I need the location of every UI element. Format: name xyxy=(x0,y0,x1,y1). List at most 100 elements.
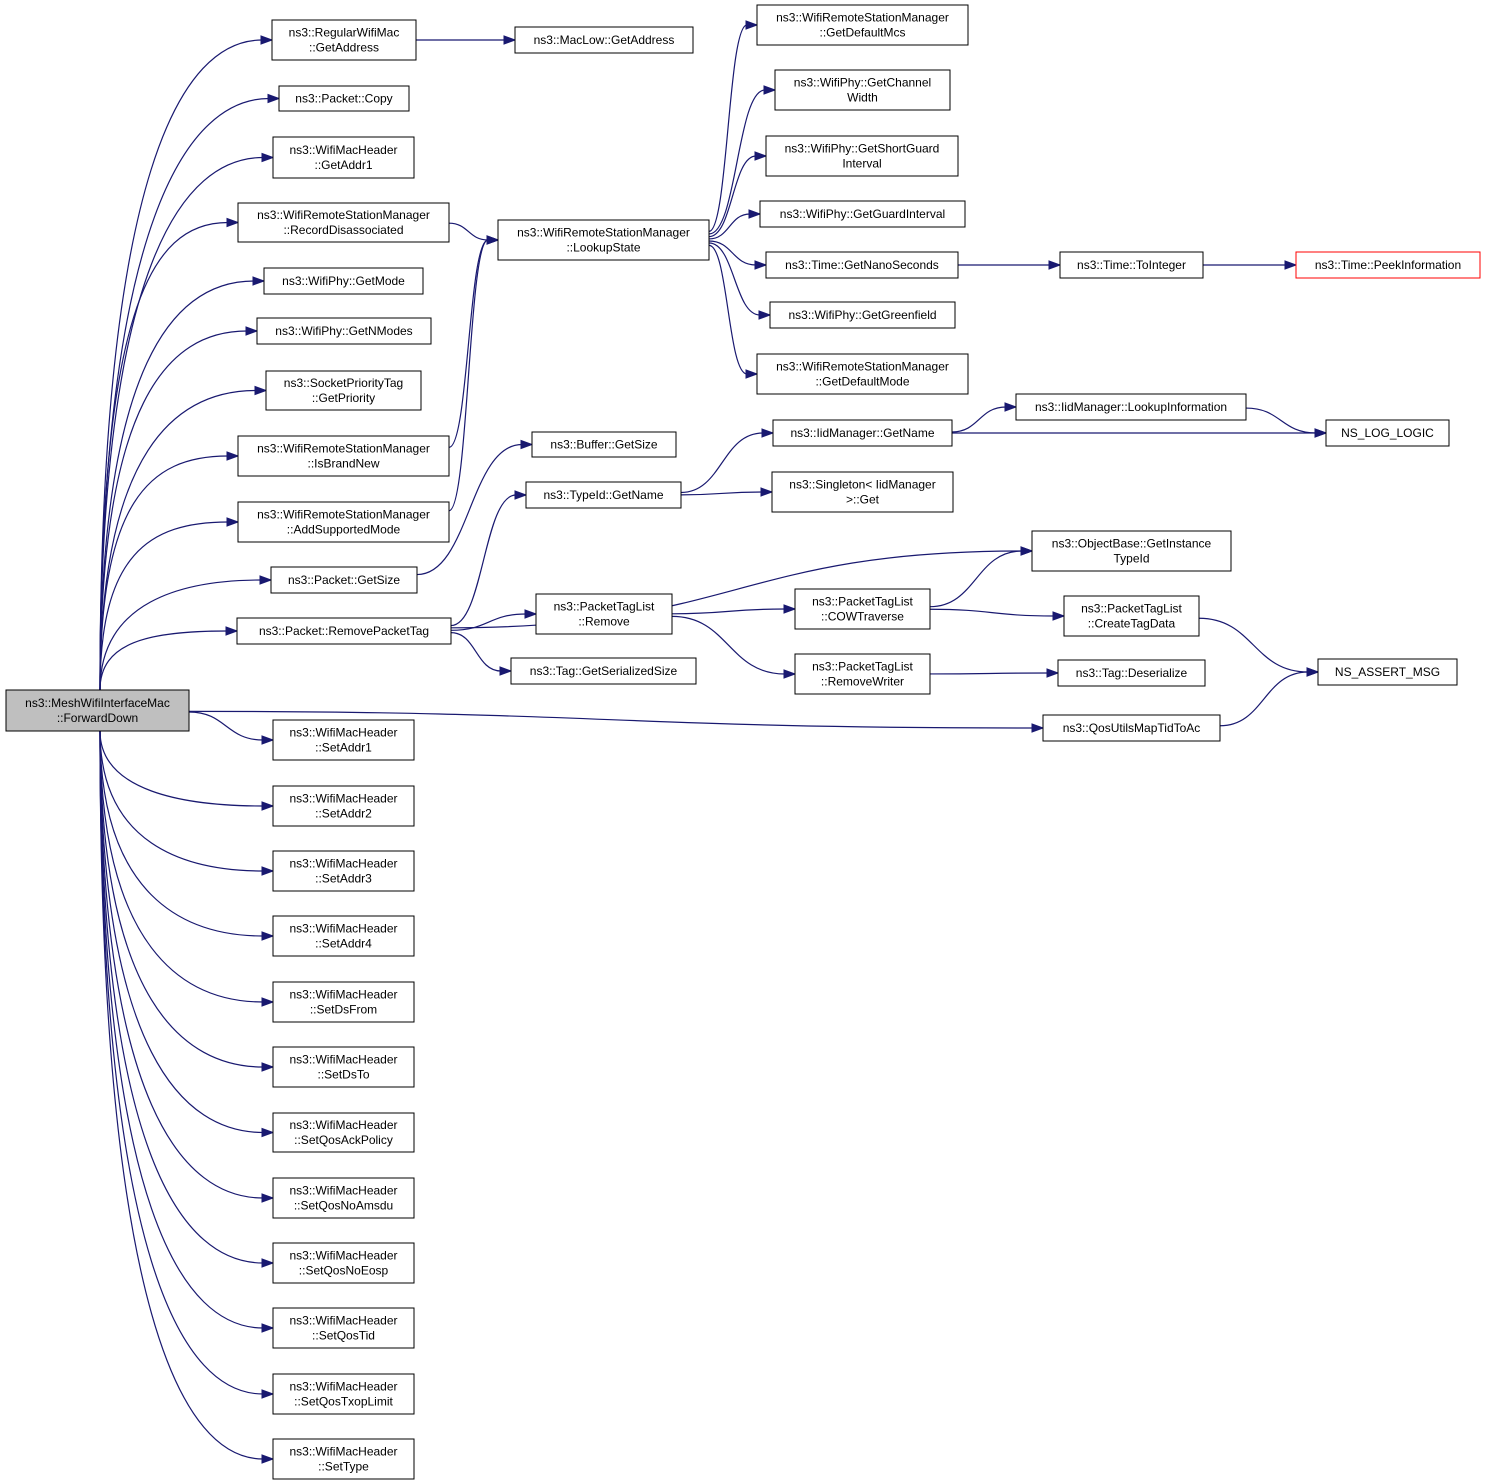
node-ptl-remove[interactable]: ns3::PacketTagList::Remove xyxy=(535,593,673,635)
node-label: ns3::WifiMacHeader xyxy=(289,1445,397,1459)
node-box xyxy=(263,267,424,295)
edge-arrowhead xyxy=(261,152,275,163)
edge-arrowhead xyxy=(745,20,759,30)
node-wmh-setaddr2[interactable]: ns3::WifiMacHeader::SetAddr2 xyxy=(272,785,415,827)
call-edge xyxy=(708,240,768,270)
edge-line xyxy=(99,97,270,691)
node-wifiphy-getmode[interactable]: ns3::WifiPhy::GetMode xyxy=(263,267,424,295)
node-wmh-setdsfrom[interactable]: ns3::WifiMacHeader::SetDsFrom xyxy=(272,981,415,1023)
node-wmh-setqostxoplimit[interactable]: ns3::WifiMacHeader::SetQosTxopLimit xyxy=(272,1373,415,1415)
node-maclow-getaddress[interactable]: ns3::MacLow::GetAddress xyxy=(514,26,694,54)
node-box xyxy=(771,471,954,513)
node-wmh-setaddr1[interactable]: ns3::WifiMacHeader::SetAddr1 xyxy=(272,719,415,761)
node-packet-getsize[interactable]: ns3::Packet::GetSize xyxy=(270,566,418,594)
node-label: ::RecordDisassociated xyxy=(283,223,403,237)
node-label: ::SetQosAckPolicy xyxy=(294,1133,393,1147)
node-wmh-setqosnoamsdu[interactable]: ns3::WifiMacHeader::SetQosNoAmsdu xyxy=(272,1177,415,1219)
node-label: ns3::WifiMacHeader xyxy=(289,1314,397,1328)
node-label: Width xyxy=(847,91,878,105)
call-edge xyxy=(415,35,517,45)
edge-line xyxy=(1198,617,1309,673)
node-iidmanager-lookupinformation[interactable]: ns3::IidManager::LookupInformation xyxy=(1015,393,1247,421)
node-label: ns3::WifiRemoteStationManager xyxy=(257,442,430,456)
node-box xyxy=(272,1046,415,1088)
node-root[interactable]: ns3::MeshWifiInterfaceMac::ForwardDown xyxy=(5,689,190,732)
node-wifiphy-getguardinterval[interactable]: ns3::WifiPhy::GetGuardInterval xyxy=(759,200,966,228)
node-time-tointeger[interactable]: ns3::Time::ToInteger xyxy=(1059,251,1204,279)
node-time-peekinformation[interactable]: ns3::Time::PeekInformation xyxy=(1295,251,1481,279)
call-edge xyxy=(99,730,275,1138)
node-tag-deserialize[interactable]: ns3::Tag::Deserialize xyxy=(1057,659,1206,687)
node-box xyxy=(265,370,422,411)
edge-line xyxy=(99,730,264,1460)
edge-line xyxy=(929,550,1023,608)
node-wmh-setqostid[interactable]: ns3::WifiMacHeader::SetQosTid xyxy=(272,1307,415,1349)
node-box xyxy=(256,317,432,345)
node-label: ns3::IidManager::LookupInformation xyxy=(1035,400,1227,414)
node-singleton-get[interactable]: ns3::Singleton< IidManager>::Get xyxy=(771,471,954,513)
node-time-getnanoseconds[interactable]: ns3::Time::GetNanoSeconds xyxy=(765,251,959,279)
node-label: ::IsBrandNew xyxy=(307,457,379,471)
node-label: ns3::WifiPhy::GetChannel xyxy=(794,76,931,90)
node-wmh-setaddr3[interactable]: ns3::WifiMacHeader::SetAddr3 xyxy=(272,850,415,892)
edge-line xyxy=(708,244,748,375)
node-wrsm-getdefaultmode[interactable]: ns3::WifiRemoteStationManager::GetDefaul… xyxy=(756,353,969,395)
node-wrsm-lookupstate[interactable]: ns3::WifiRemoteStationManager::LookupSta… xyxy=(497,219,710,261)
edge-arrowhead xyxy=(1004,402,1018,412)
node-typeid-getname[interactable]: ns3::TypeId::GetName xyxy=(525,481,682,509)
call-edge xyxy=(1245,407,1328,438)
edge-arrowhead xyxy=(261,735,275,745)
node-packet-copy[interactable]: ns3::Packet::Copy xyxy=(278,85,410,112)
node-label: ::GetDefaultMode xyxy=(815,375,909,389)
edge-line xyxy=(99,455,229,691)
call-edge xyxy=(448,235,500,448)
edge-arrowhead xyxy=(261,997,275,1007)
edge-line xyxy=(450,632,502,672)
node-spt-getpriority[interactable]: ns3::SocketPriorityTag::GetPriority xyxy=(265,370,422,411)
node-tag-getserializedsize[interactable]: ns3::Tag::GetSerializedSize xyxy=(510,657,697,685)
node-qosutils-maptidtoac[interactable]: ns3::QosUtilsMapTidToAc xyxy=(1042,714,1221,742)
node-label: ::SetType xyxy=(318,1460,369,1474)
node-ns-log-logic[interactable]: NS_LOG_LOGIC xyxy=(1325,419,1450,447)
node-wmh-settype[interactable]: ns3::WifiMacHeader::SetType xyxy=(272,1438,415,1480)
node-label: ::AddSupportedMode xyxy=(287,523,401,537)
edge-arrowhead xyxy=(486,235,500,245)
edge-line xyxy=(99,730,264,1395)
node-wmh-getaddr1[interactable]: ns3::WifiMacHeader::GetAddr1 xyxy=(272,136,415,179)
node-label: ns3::PacketTagList xyxy=(554,600,655,614)
node-wifiphy-getnmodes[interactable]: ns3::WifiPhy::GetNModes xyxy=(256,317,432,345)
node-iidmanager-getname[interactable]: ns3::IidManager::GetName xyxy=(772,419,953,447)
node-wmh-setdsto[interactable]: ns3::WifiMacHeader::SetDsTo xyxy=(272,1046,415,1088)
node-label: ns3::WifiRemoteStationManager xyxy=(776,11,949,25)
node-ptl-removewriter[interactable]: ns3::PacketTagList::RemoveWriter xyxy=(794,653,931,695)
node-packet-removepackettag[interactable]: ns3::Packet::RemovePacketTag xyxy=(236,617,452,645)
node-label: ns3::SocketPriorityTag xyxy=(284,376,403,390)
edge-line xyxy=(708,240,757,266)
node-buffer-getsize[interactable]: ns3::Buffer::GetSize xyxy=(531,431,677,458)
node-label: NS_ASSERT_MSG xyxy=(1335,665,1440,679)
node-ptl-cowtraverse[interactable]: ns3::PacketTagList::COWTraverse xyxy=(794,588,931,630)
edge-arrowhead xyxy=(1284,260,1298,270)
node-wmh-setqosackpolicy[interactable]: ns3::WifiMacHeader::SetQosAckPolicy xyxy=(272,1112,415,1153)
edge-arrowhead xyxy=(503,35,517,45)
node-rwm-getaddress[interactable]: ns3::RegularWifiMac::GetAddress xyxy=(271,19,417,61)
node-wrsm-addsupportedmode[interactable]: ns3::WifiRemoteStationManager::AddSuppor… xyxy=(237,501,450,543)
node-wrsm-recorddisassociated[interactable]: ns3::WifiRemoteStationManager::RecordDis… xyxy=(237,202,450,243)
node-box xyxy=(1295,251,1481,279)
node-ptl-createtagdata[interactable]: ns3::PacketTagList::CreateTagData xyxy=(1063,595,1200,637)
node-label: ns3::WifiPhy::GetShortGuard xyxy=(785,142,940,156)
edge-line xyxy=(99,730,264,807)
node-label: NS_LOG_LOGIC xyxy=(1341,426,1434,440)
node-wmh-setqosnoeosp[interactable]: ns3::WifiMacHeader::SetQosNoEosp xyxy=(272,1242,415,1284)
node-wrsm-isbrandnew[interactable]: ns3::WifiRemoteStationManager::IsBrandNe… xyxy=(237,435,450,477)
node-wmh-setaddr4[interactable]: ns3::WifiMacHeader::SetAddr4 xyxy=(272,915,415,957)
edge-line xyxy=(188,711,264,741)
node-label: ns3::WifiRemoteStationManager xyxy=(257,508,430,522)
node-wifiphy-getgreenfield[interactable]: ns3::WifiPhy::GetGreenfield xyxy=(769,301,956,329)
node-wrsm-getdefaultmcs[interactable]: ns3::WifiRemoteStationManager::GetDefaul… xyxy=(756,4,969,46)
node-ns-assert-msg[interactable]: NS_ASSERT_MSG xyxy=(1317,658,1458,686)
